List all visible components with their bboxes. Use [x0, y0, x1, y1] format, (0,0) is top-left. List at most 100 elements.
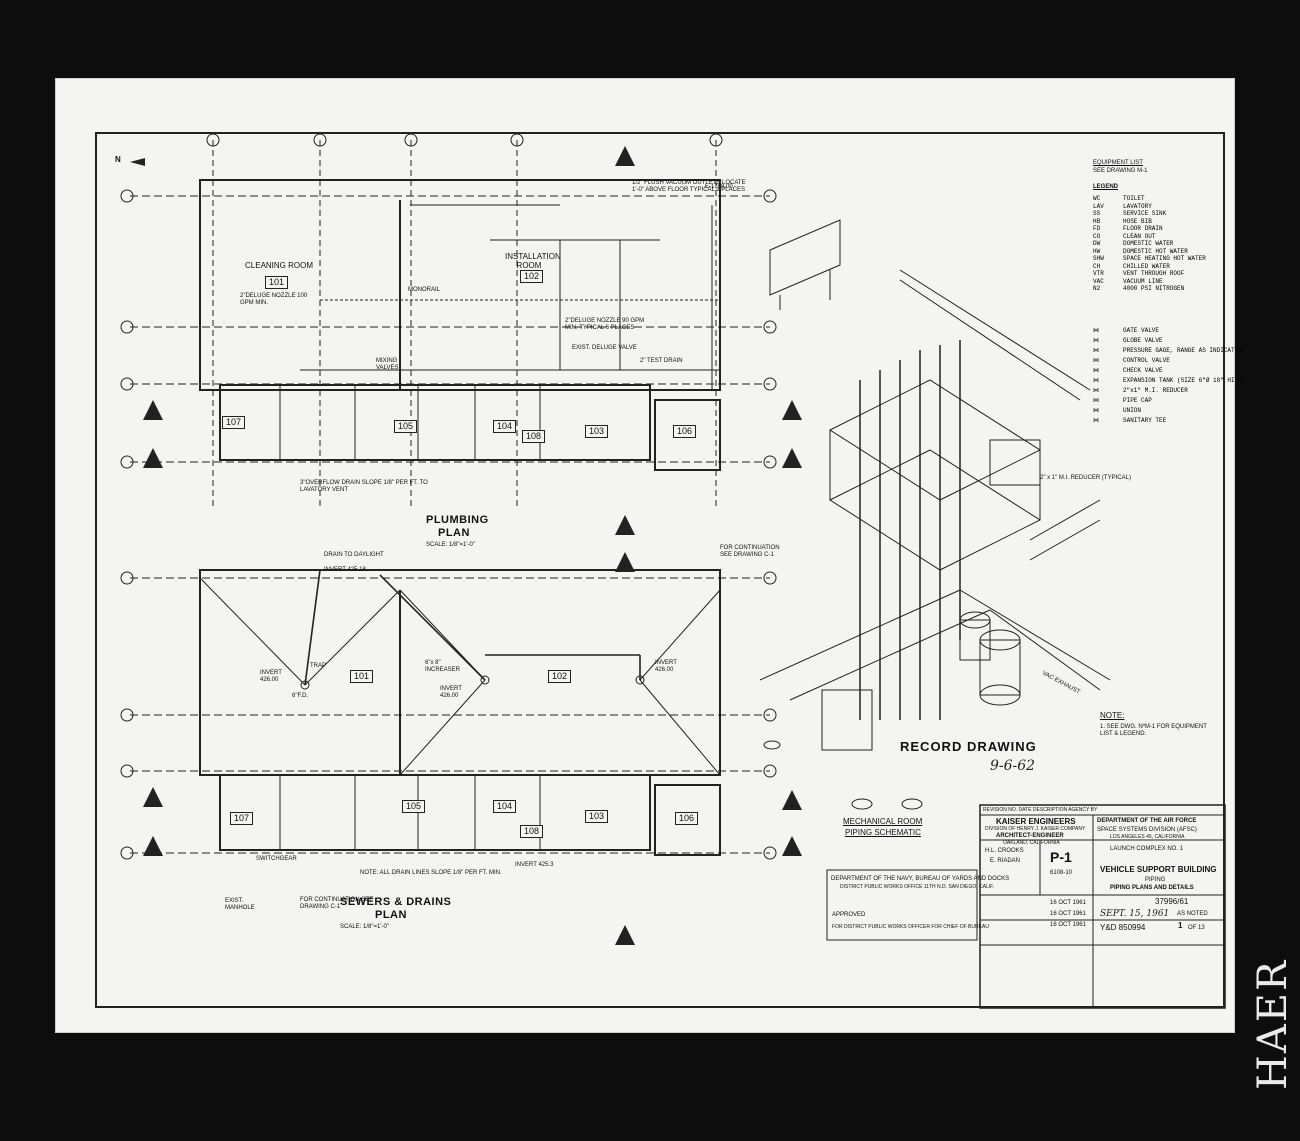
- valve-symbol-icon: ⋈: [1093, 417, 1099, 424]
- room-number-102-bottom: 102: [548, 670, 572, 683]
- legend-symbol-desc: PIPE CAP: [1123, 397, 1152, 404]
- legend-abbrev: CO: [1093, 232, 1101, 240]
- note-continuation-bottom: FOR CONTINUATION SEE DRAWING C-1: [300, 897, 374, 910]
- equipment-list-title: EQUIPMENT LIST: [1093, 160, 1143, 166]
- legend-item: CH CHILLED WATER: [1093, 263, 1206, 271]
- legend-desc: SERVICE SINK: [1123, 210, 1167, 217]
- room-number-108-bottom: 108: [520, 825, 544, 838]
- legend-abbrev: VTR: [1093, 270, 1104, 277]
- drawing-number: P-1: [1050, 849, 1072, 865]
- legend-item: DW DOMESTIC WATER: [1093, 240, 1206, 248]
- note-exist-manhole: EXIST. MANHOLE: [225, 898, 255, 911]
- legend-symbol-item: ⋈GLOBE VALVE: [1093, 336, 1245, 346]
- approved-for: FOR DISTRICT PUBLIC WORKS OFFICER FOR CH…: [832, 924, 989, 930]
- room-number-103-top: 103: [585, 425, 609, 438]
- legend-desc: 4000 PSI NITROGEN: [1123, 285, 1185, 292]
- note-invert-3: INVERT 426.00: [440, 686, 462, 699]
- legend-desc: CLEAN OUT: [1123, 232, 1156, 240]
- valve-symbol-icon: ⋈: [1093, 337, 1099, 344]
- note-monorail: MONORAIL: [408, 287, 441, 293]
- legend-item: N2 4000 PSI NITROGEN: [1093, 285, 1206, 293]
- firm-name: KAISER ENGINEERS: [996, 817, 1076, 826]
- legend-symbol-item: ⋈CHECK VALVE: [1093, 366, 1245, 376]
- note-invert-425: INVERT 425.3: [515, 862, 554, 868]
- firm-role: ARCHITECT-ENGINEER: [996, 833, 1064, 839]
- legend-desc: SPACE HEATING HOT WATER: [1123, 255, 1206, 262]
- legend-abbrev: HB: [1093, 217, 1101, 225]
- sheet-of: OF 13: [1188, 925, 1205, 931]
- plumbing-plan-subtitle: PLAN: [438, 527, 470, 539]
- checked-by: E. RIADAN: [990, 858, 1021, 864]
- legend-abbrev: VAC: [1093, 277, 1104, 285]
- legend-symbol-desc: SANITARY TEE: [1123, 417, 1167, 424]
- note-test-drain: 2" TEST DRAIN: [640, 358, 683, 364]
- room-number-102-top: 102: [520, 270, 544, 283]
- legend-abbrev: N2: [1093, 285, 1101, 292]
- legend-desc: TOILET: [1123, 195, 1145, 202]
- valve-symbol-icon: ⋈: [1093, 387, 1099, 394]
- agency-name: DEPARTMENT OF THE AIR FORCE: [1097, 818, 1197, 824]
- legend-symbol-item: ⋈ 2"x1" M.I. REDUCER: [1093, 386, 1245, 396]
- legend-symbol-desc: 2"x1" M.I. REDUCER: [1123, 387, 1188, 394]
- legend-symbol-desc: PRESSURE GAGE, RANGE AS INDICATED: [1123, 347, 1242, 354]
- note-mixing-valves: MIXING VALVES: [376, 358, 399, 371]
- room-name-installation: INSTALLATION ROOM: [505, 252, 561, 270]
- legend-item: HB HOSE BIB: [1093, 218, 1206, 226]
- record-date: 9-6-62: [990, 758, 1036, 774]
- note-invert-1: INVERT 425.18: [324, 567, 366, 573]
- note-floor-drain: 6"F.D.: [292, 693, 309, 699]
- note-drain-lines: NOTE: ALL DRAIN LINES SLOPE 1/8" PER FT.…: [360, 870, 502, 876]
- room-number-105-bottom: 105: [402, 800, 426, 813]
- firm-division: DIVISION OF HENRY J. KAISER COMPANY: [985, 826, 1086, 832]
- sheet-title: PIPING PLANS AND DETAILS: [1110, 885, 1194, 891]
- sheet-number: 1: [1178, 921, 1183, 930]
- date-2: 16 OCT 1961: [1050, 911, 1086, 917]
- note-invert-4: INVERT 426.00: [655, 660, 677, 673]
- legend-abbrev: SHW: [1093, 255, 1104, 262]
- room-number-106-bottom: 106: [675, 812, 699, 825]
- room-number-103-bottom: 103: [585, 810, 609, 823]
- valve-symbol-icon: ⋈: [1093, 347, 1099, 354]
- room-number-106-top: 106: [673, 425, 697, 438]
- schematic-subtitle: PIPING SCHEMATIC: [845, 828, 921, 837]
- agency-division: SPACE SYSTEMS DIVISION (AFSC): [1097, 827, 1197, 833]
- legend-abbrev: DW: [1093, 240, 1101, 247]
- valve-symbol-icon: ⋈: [1093, 357, 1099, 364]
- room-number-101-bottom: 101: [350, 670, 374, 683]
- room-number-101-top: 101: [265, 276, 289, 289]
- legend-symbol-desc: CHECK VALVE: [1123, 367, 1163, 374]
- note-deluge-nozzle-2: 2"DELUGE NOZZLE 90 GPM MIN. TYPICAL 6 PL…: [565, 318, 645, 331]
- legend-desc: CHILLED WATER: [1123, 262, 1170, 270]
- valve-symbol-icon: ⋈: [1093, 377, 1099, 384]
- date-1: 16 OCT 1961: [1050, 900, 1086, 906]
- schematic-note-title: NOTE:: [1100, 711, 1125, 720]
- plumbing-plan-scale: SCALE: 1/8"=1'-0": [426, 542, 475, 548]
- schematic-title: MECHANICAL ROOM: [843, 817, 923, 826]
- legend-abbrev: CH: [1093, 262, 1101, 270]
- agency-city: LOS ANGELES 45, CALIFORNIA: [1110, 834, 1185, 840]
- navy-district: DISTRICT PUBLIC WORKS OFFICE 11TH N.D. S…: [840, 884, 995, 890]
- legend-abbrev: SS: [1093, 210, 1101, 217]
- legend-desc: DOMESTIC WATER: [1123, 240, 1174, 247]
- schematic-note-body: 1. SEE DWG. NºM-1 FOR EQUIPMENT LIST & L…: [1100, 724, 1207, 737]
- legend-symbol-item: ⋈EXPANSION TANK (SIZE 6"Ø 18" HIGH): [1093, 376, 1245, 386]
- sewers-plan-title: SEWERS & DRAINS: [340, 896, 452, 908]
- legend-symbol-list: ⋈GATE VALVE⋈GLOBE VALVE⋈PRESSURE GAGE, R…: [1093, 326, 1245, 426]
- scale-value: AS NOTED: [1177, 911, 1208, 917]
- sheet-border: [95, 132, 1225, 1008]
- building-sub: PIPING: [1145, 877, 1166, 883]
- legend-desc: HOSE BIB: [1123, 217, 1152, 225]
- legend-title: LEGEND: [1093, 184, 1119, 190]
- valve-symbol-icon: ⋈: [1093, 397, 1099, 404]
- legend-symbol-desc: GATE VALVE: [1123, 327, 1160, 334]
- legend-item: CO CLEAN OUT: [1093, 233, 1206, 241]
- legend-symbol-desc: CONTROL VALVE: [1123, 357, 1170, 364]
- legend-item: SS SERVICE SINK: [1093, 210, 1206, 218]
- legend-desc: LAVATORY: [1123, 202, 1152, 210]
- note-elevation: E-1758.00: [705, 184, 733, 190]
